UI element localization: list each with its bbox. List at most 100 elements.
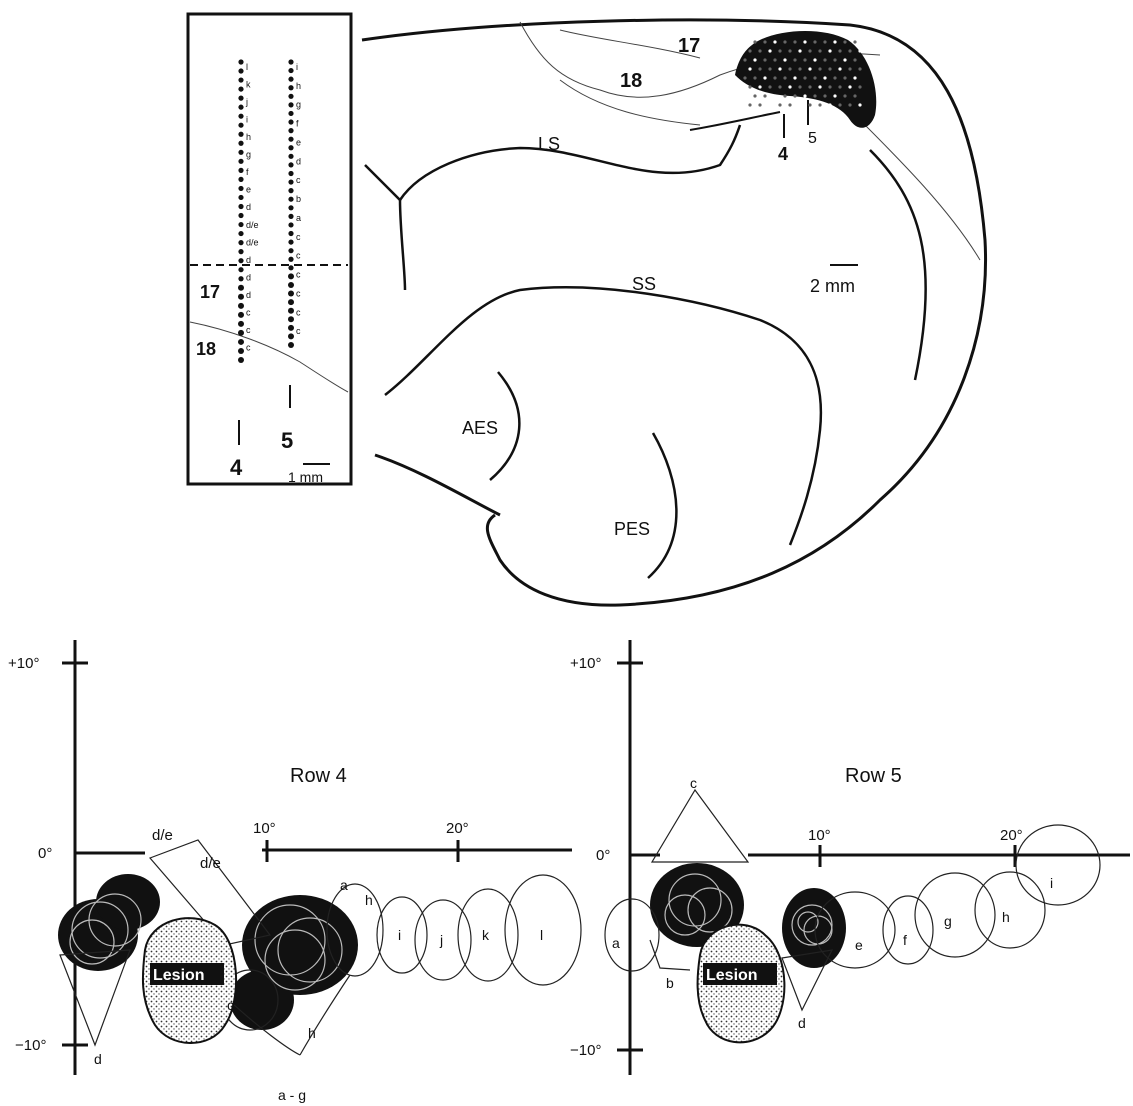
recording-site xyxy=(288,222,293,227)
site-label: c xyxy=(296,251,301,261)
recording-site xyxy=(288,197,293,202)
recording-site xyxy=(288,291,294,297)
recording-site xyxy=(238,321,244,327)
cluster-site xyxy=(748,85,751,88)
site-label: d xyxy=(296,156,301,166)
cluster-site xyxy=(743,58,746,61)
rf-label: a xyxy=(340,877,348,893)
recording-site xyxy=(238,240,243,245)
cluster-site xyxy=(808,103,811,106)
rf-label: g xyxy=(944,913,952,929)
plot-row5: +10° 0° −10° 10° 20° Row 5 Lesion c a xyxy=(570,640,1130,1075)
cluster-site xyxy=(748,67,751,70)
recording-site xyxy=(238,330,244,336)
site-label: d/e xyxy=(246,220,259,230)
recording-site xyxy=(238,132,243,137)
cluster-site xyxy=(773,94,776,97)
recording-site xyxy=(238,105,243,110)
recording-site xyxy=(238,114,243,119)
lesion-label: Lesion xyxy=(153,967,205,984)
cluster-site xyxy=(853,94,856,97)
cluster-site xyxy=(828,85,831,88)
cluster-site xyxy=(748,49,751,52)
recording-site xyxy=(238,231,243,236)
recording-site xyxy=(288,59,293,64)
site-label: c xyxy=(246,325,251,335)
cluster-site xyxy=(853,76,856,79)
cluster-site xyxy=(788,67,791,70)
recording-site xyxy=(288,299,294,305)
cluster-site xyxy=(743,94,746,97)
label-18: 18 xyxy=(620,70,642,92)
rf-filled xyxy=(230,970,294,1030)
recording-site xyxy=(238,204,243,209)
cluster-site xyxy=(778,103,781,106)
cluster-site xyxy=(798,67,801,70)
recording-site xyxy=(288,179,293,184)
cluster-site xyxy=(743,76,746,79)
cluster-site xyxy=(828,103,831,106)
cluster-site xyxy=(823,58,826,61)
inset-row5-label: 5 xyxy=(281,428,293,453)
cluster-site xyxy=(798,85,801,88)
site-label: c xyxy=(246,307,251,317)
recording-site xyxy=(238,159,243,164)
recording-site xyxy=(238,258,243,263)
cluster-site xyxy=(753,58,756,61)
cluster-site xyxy=(843,40,846,43)
recording-site xyxy=(238,339,244,345)
rf-label: h xyxy=(1002,909,1010,925)
site-label: l xyxy=(246,62,248,72)
recording-site xyxy=(238,86,243,91)
site-label: b xyxy=(296,194,301,204)
site-label: k xyxy=(246,80,251,90)
rf-label: d/e xyxy=(200,855,221,872)
rf-label: d xyxy=(94,1051,102,1067)
recording-site xyxy=(288,342,294,348)
label-17: 17 xyxy=(678,35,700,57)
recording-site xyxy=(288,265,293,270)
recording-site xyxy=(288,128,293,133)
cluster-site xyxy=(768,67,771,70)
cluster-site xyxy=(848,85,851,88)
inset-row5-sites: ihgfedcbacccccc xyxy=(288,59,301,348)
cluster-site xyxy=(843,58,846,61)
cluster-site xyxy=(848,49,851,52)
cluster-site xyxy=(838,103,841,106)
site-label: i xyxy=(296,62,298,72)
recording-site xyxy=(288,154,293,159)
recording-site xyxy=(288,145,293,150)
cluster-site xyxy=(778,49,781,52)
sulcus-ls-branch xyxy=(400,200,405,290)
recording-site xyxy=(288,325,294,331)
bracket-c xyxy=(652,790,748,862)
rf-label: e xyxy=(855,937,863,953)
cluster-site xyxy=(793,94,796,97)
y-label-top: +10° xyxy=(570,655,601,672)
rf-label: f xyxy=(903,932,907,948)
plot-row4: +10° 0° −10° 10° 20° Row 4 L xyxy=(8,640,581,1103)
cluster-site xyxy=(818,103,821,106)
rf-label: a xyxy=(612,935,620,951)
cluster-site xyxy=(768,49,771,52)
plot-title: Row 5 xyxy=(845,765,902,787)
recording-site xyxy=(238,96,243,101)
recording-site xyxy=(238,68,243,73)
cluster-site xyxy=(803,76,806,79)
rf-label: c xyxy=(690,775,697,791)
recording-site xyxy=(238,303,244,309)
cluster-site xyxy=(808,85,811,88)
cluster-site xyxy=(803,94,806,97)
site-label: c xyxy=(296,232,301,242)
cluster-site xyxy=(858,67,861,70)
recording-site xyxy=(238,294,244,300)
site-label: h xyxy=(296,81,301,91)
cluster-site xyxy=(758,85,761,88)
cluster-site xyxy=(818,67,821,70)
label-pes: PES xyxy=(614,519,650,539)
rf-label: a - g xyxy=(278,1087,306,1103)
inset-panel: 17 18 lkjihgfedd/ed/edddccc ihgfedcbaccc… xyxy=(188,14,351,485)
cluster-site xyxy=(773,58,776,61)
cluster-site xyxy=(858,49,861,52)
sulcus-pes xyxy=(648,433,676,578)
